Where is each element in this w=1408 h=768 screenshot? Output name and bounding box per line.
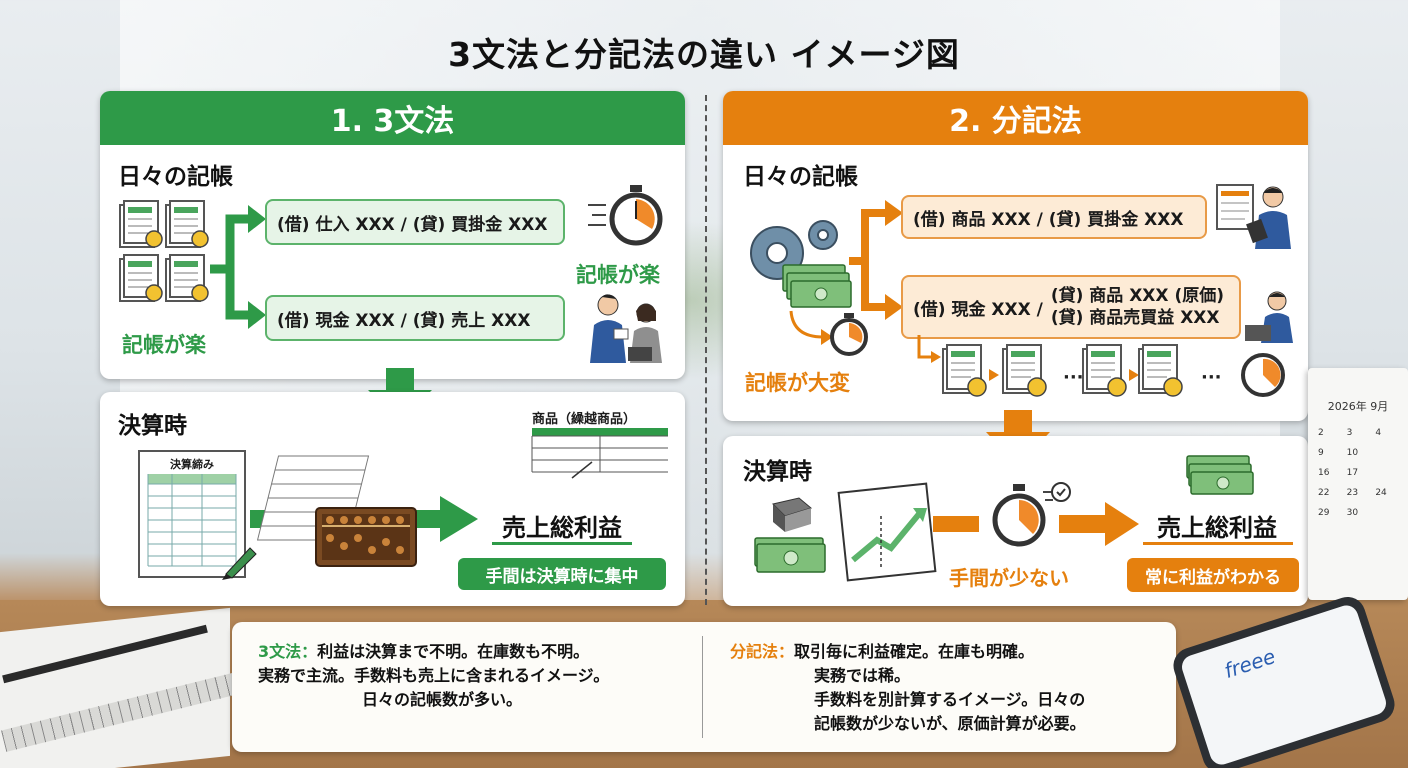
- right-header: 2. 分記法: [723, 91, 1308, 145]
- left-daily-label: 日々の記帳: [118, 164, 233, 190]
- summary-divider: [702, 636, 703, 738]
- calendar-header: 2026年 9月: [1327, 400, 1389, 413]
- svg-text:···: ···: [1063, 367, 1084, 388]
- right-closing-arrow-2: [1059, 502, 1139, 546]
- right-branch-arrow: [849, 200, 903, 320]
- business-people-icon: [590, 294, 662, 363]
- ledger-title: 商品（繰越商品）: [532, 412, 637, 427]
- left-entry-sales: (借) 現金 XXX / (貸) 売上 XXX: [265, 295, 565, 341]
- right-closing-card: 決算時 手間が少ない: [723, 436, 1308, 606]
- right-hard: 記帳が大変: [745, 371, 850, 395]
- right-entry-goods: (借) 商品 XXX / (貸) 買掛金 XXX: [901, 195, 1207, 239]
- right-daily-card: 2. 分記法 日々の記帳 (借) 商品 XXX / (貸) 買掛金 XXX (借…: [723, 91, 1308, 421]
- left-profit: 売上総利益: [502, 514, 622, 542]
- stopwatch-icon: [588, 185, 663, 246]
- page-title: 3文法と分記法の違い イメージ図: [448, 35, 960, 74]
- left-profit-underline: [492, 542, 632, 545]
- left-daily-card: 1. 3文法 日々の記帳 (借) 仕入 XXX / (貸) 買掛金 XXX (借…: [100, 91, 685, 379]
- pencil-icon: [222, 547, 257, 580]
- left-closing-card: 決算時 決算締み: [100, 392, 685, 606]
- left-closing-label: 決算時: [118, 413, 187, 439]
- left-header: 1. 3文法: [100, 91, 685, 145]
- summary-left: 3文法：利益は決算まで不明。在庫数も不明。 実務で主流。手数料も売上に含まれるイ…: [258, 642, 610, 709]
- person-with-laptop-icon: [1245, 291, 1293, 343]
- left-note-badge: 手間は決算時に集中: [458, 558, 666, 590]
- summary-right-key: 分記法：: [730, 642, 795, 661]
- right-entry-sales: (借) 現金 XXX / (貸) 商品 XXX (原価) (貸) 商品売買益 X…: [901, 275, 1241, 339]
- right-closing-stopwatch-icon: [992, 482, 1071, 547]
- phone-brand-logo: freee: [1221, 644, 1279, 683]
- summary-left-key: 3文法：: [258, 642, 318, 661]
- worksheet-grid: [147, 474, 237, 567]
- desk-calendar: 2026年 9月 2 3 4 9 10 16 17 22 23 24 29 30: [1308, 368, 1408, 600]
- person-with-tablet-icon: [1216, 184, 1291, 249]
- right-daily-label: 日々の記帳: [743, 164, 858, 190]
- left-easy-left: 記帳が楽: [122, 333, 206, 357]
- left-easy-right: 記帳が楽: [576, 263, 660, 287]
- left-documents-icon: [119, 200, 209, 302]
- right-money-stack-icon: [1186, 455, 1254, 495]
- document-chain-icon: ··· ···: [917, 335, 1285, 397]
- left-entry-purchase: (借) 仕入 XXX / (貸) 買掛金 XXX: [265, 199, 565, 245]
- summary-box: 3文法：利益は決算まで不明。在庫数も不明。 実務で主流。手数料も売上に含まれるイ…: [232, 622, 1176, 752]
- right-closing-arrow-1: [933, 516, 979, 532]
- left-branch-arrow: [210, 205, 266, 329]
- right-less-work: 手間が少ない: [949, 566, 1069, 590]
- gears-money-icon: [750, 220, 852, 308]
- cash-register-money-icon: [754, 497, 826, 573]
- svg-text:···: ···: [1201, 367, 1222, 388]
- calendar-grid: 2 3 4 9 10 16 17 22 23 24 29 30: [1318, 428, 1387, 518]
- summary-right: 分記法：取引毎に利益確定。在庫も明確。 実務では稀。 手数料を別計算するイメージ…: [730, 642, 1086, 733]
- worksheet-title: 決算締み: [170, 458, 214, 471]
- right-note-badge: 常に利益がわかる: [1127, 558, 1299, 592]
- abacus-icon: [315, 507, 417, 567]
- right-profit-underline: [1143, 542, 1293, 545]
- center-divider: [705, 95, 707, 605]
- right-small-stopwatch-icon: [830, 313, 868, 356]
- right-profit: 売上総利益: [1157, 514, 1277, 542]
- right-closing-label: 決算時: [743, 459, 812, 485]
- right-curve-arrow: [789, 310, 833, 345]
- worksheet-doc: 決算締み: [138, 450, 246, 578]
- ledger-table: [531, 428, 668, 479]
- trend-chart-icon: [837, 482, 937, 582]
